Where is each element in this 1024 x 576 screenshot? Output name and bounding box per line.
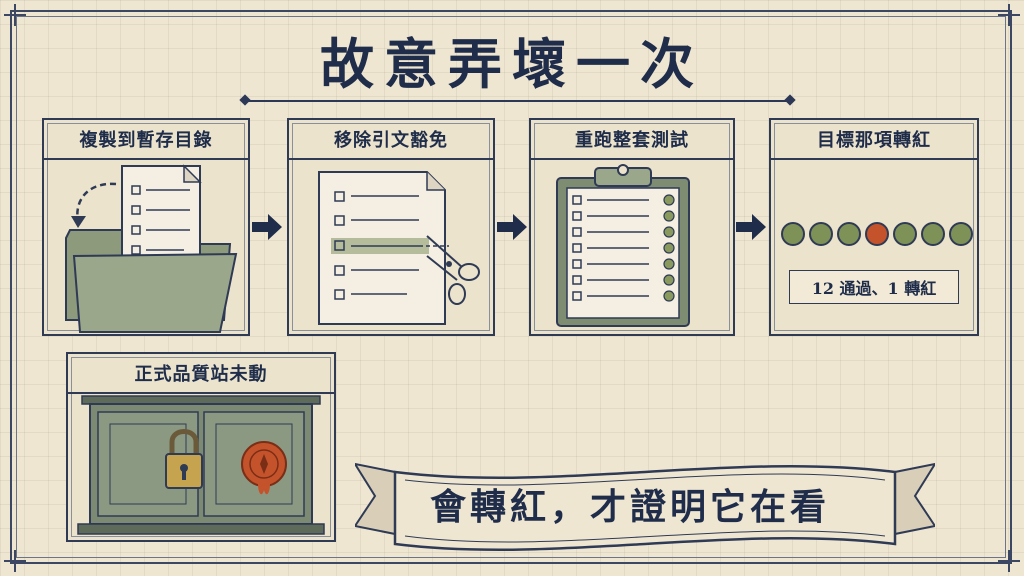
locked-sealed-cabinet-icon bbox=[77, 395, 325, 535]
ribbon-banner bbox=[355, 462, 935, 552]
step-label: 目標那項轉紅 bbox=[771, 120, 977, 160]
panel-label: 正式品質站未動 bbox=[68, 354, 334, 394]
clipboard-checklist-icon bbox=[556, 164, 690, 327]
arrow-right-icon bbox=[252, 214, 282, 240]
corner-ornament bbox=[4, 550, 26, 572]
step-label: 移除引文豁免 bbox=[289, 120, 493, 160]
document-scissors-icon bbox=[318, 171, 480, 325]
step-panel-rerun: 重跑整套測試 bbox=[529, 118, 735, 336]
step-panel-copy: 複製到暫存目錄 bbox=[42, 118, 250, 336]
arrow-right-icon bbox=[497, 214, 527, 240]
arrow-right-icon bbox=[736, 214, 766, 240]
step-label: 重跑整套測試 bbox=[531, 120, 733, 160]
result-summary: 12 通過、1 轉紅 bbox=[789, 270, 959, 304]
step-label: 複製到暫存目錄 bbox=[44, 120, 248, 160]
outer-frame bbox=[10, 10, 1012, 564]
test-dots-icon bbox=[781, 222, 973, 246]
corner-ornament bbox=[4, 4, 26, 26]
title-underline bbox=[245, 100, 790, 102]
inner-frame bbox=[16, 16, 1006, 558]
banner-slogan: 會轉紅，才證明它在看 bbox=[429, 486, 830, 528]
corner-ornament bbox=[998, 550, 1020, 572]
folder-document-icon bbox=[65, 164, 238, 333]
production-gate-panel: 正式品質站未動 bbox=[66, 352, 336, 542]
corner-ornament bbox=[998, 4, 1020, 26]
step-panel-remove: 移除引文豁免 bbox=[287, 118, 495, 336]
page-title: 故意弄壞一次 bbox=[320, 32, 704, 96]
step-panel-target-red: 目標那項轉紅 12 通過、1 轉紅 bbox=[769, 118, 979, 336]
